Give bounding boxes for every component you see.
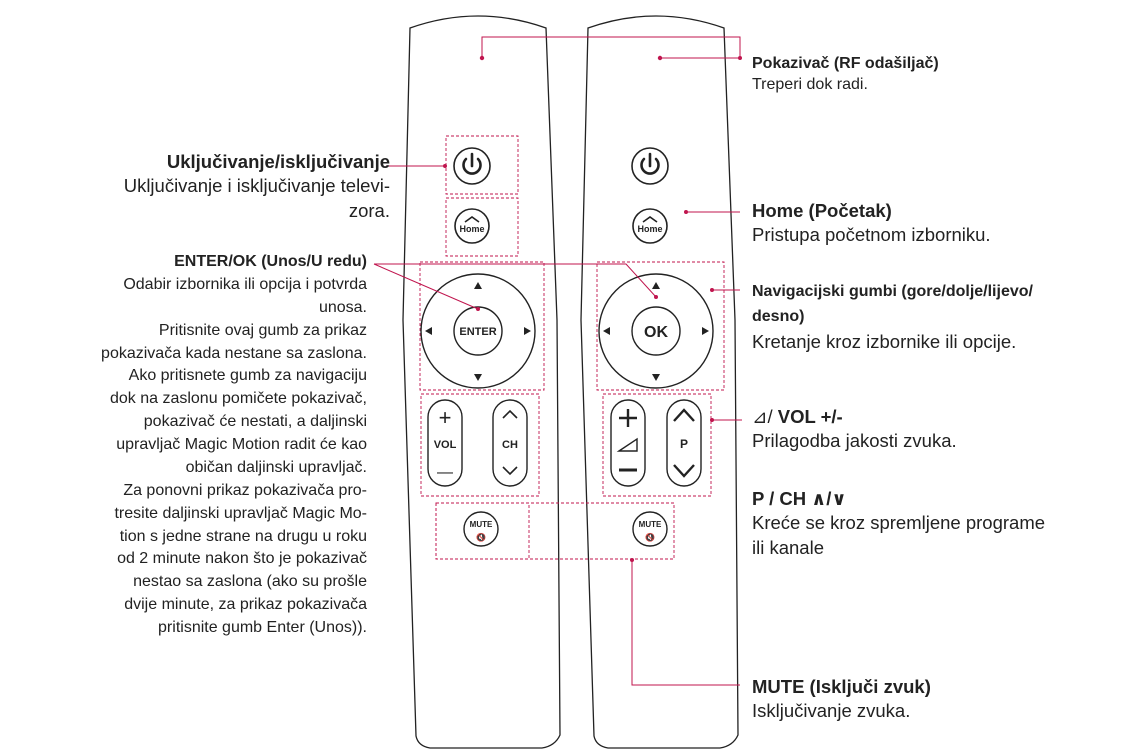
leader-enter (374, 263, 657, 298)
callout-volume-title-line: ⊿/ VOL +/- (752, 405, 957, 429)
volume-rocker-left[interactable]: + VOL — (427, 399, 463, 487)
volume-ramp-icon: ⊿/ (752, 406, 778, 427)
chevron-down-icon (673, 464, 695, 478)
home-button-label: Home (459, 224, 484, 234)
chevron-down-icon (502, 466, 518, 476)
callout-enter-line: pokazivač će nestati, a daljinski (143, 413, 367, 431)
channel-rocker-left[interactable]: CH (492, 399, 528, 487)
callout-home-desc: Pristupa početnom izborniku. (752, 224, 991, 246)
arrow-up-icon[interactable] (474, 282, 482, 289)
callout-navigation-title-1: Navigacijski gumbi (gore/dolje/lijevo/ (752, 283, 1033, 300)
mute-speaker-icon: 🔇 (645, 532, 655, 542)
callout-navigation-title-2: desno) (752, 307, 805, 325)
callout-channel: P / CH ∧/∨ Kreće se kroz spremljene prog… (752, 487, 1045, 560)
callout-enter-line: pokazivača kada nestane sa zaslona. (101, 344, 367, 362)
remote-right: Home OK P MUTE 🔇 (435, 15, 739, 749)
chevron-up-icon (502, 409, 518, 419)
callout-enter-line: nestao sa zaslona (ako su prošle (133, 573, 367, 591)
callout-mute-desc: Isključivanje zvuka. (752, 700, 911, 722)
callout-indicator-desc: Treperi dok radi. (752, 76, 868, 94)
callout-volume-desc: Prilagodba jakosti zvuka. (752, 430, 957, 452)
callout-enter-line: pritisnite gumb Enter (Unos)). (158, 619, 367, 636)
callout-enter-line: od 2 minute nakon što je pokazivač (117, 550, 367, 568)
callout-volume-title: VOL +/- (777, 406, 843, 427)
callout-navigation-desc: Kretanje kroz izbornike ili opcije. (752, 330, 1017, 352)
callout-mute-title: MUTE (Isključi zvuk) (752, 676, 931, 697)
nav-group-box-left (419, 261, 545, 391)
callout-enter-line: Odabir izbornika ili opcija i potvrda (123, 275, 367, 293)
callout-channel-desc-2: ili kanale (752, 536, 824, 558)
callout-home: Home (Početak) Pristupa početnom izborni… (752, 199, 991, 248)
power-icon (462, 152, 482, 175)
callout-channel-title: P / CH ∧/∨ (752, 488, 847, 509)
channel-rocker-right[interactable]: P (666, 399, 702, 487)
chevron-up-icon (673, 408, 695, 422)
arrow-right-icon[interactable] (524, 327, 531, 335)
home-group-box-left (445, 197, 519, 257)
callout-enter-line: Pritisnite ovaj gumb za prikaz (158, 321, 367, 339)
callout-enter-line: Ako pritisnete gumb za navigaciju (128, 367, 367, 385)
mute-speaker-icon: 🔇 (476, 532, 486, 542)
remote-left-body (402, 15, 561, 749)
mute-button-left[interactable]: MUTE 🔇 (463, 511, 499, 547)
vol-label: VOL (434, 439, 457, 451)
arrow-left-icon[interactable] (603, 327, 610, 335)
power-button-left[interactable] (453, 147, 491, 185)
mute-button-label: MUTE (470, 520, 493, 529)
power-button-right[interactable] (631, 147, 669, 185)
leader-mute (631, 560, 740, 686)
callout-navigation: Navigacijski gumbi (gore/dolje/lijevo/ d… (752, 280, 1033, 354)
callout-channel-desc-1: Kreće se kroz spremljene programe (752, 512, 1046, 534)
callout-enter-line: dvije minute, za prikaz pokazivača (124, 596, 367, 614)
callout-enter-line: upravljač Magic Motion radit će kao (116, 436, 367, 453)
ok-button[interactable]: OK (631, 306, 681, 356)
arrow-down-icon[interactable] (652, 374, 660, 381)
vol-plus: + (439, 405, 452, 430)
arrow-left-icon[interactable] (425, 327, 432, 335)
callout-home-title: Home (Početak) (752, 200, 892, 221)
arrow-up-icon[interactable] (652, 282, 660, 289)
enter-button[interactable]: ENTER (453, 306, 503, 356)
leader-indicator (481, 36, 741, 59)
volume-rocker-right[interactable] (610, 399, 646, 487)
home-roof-icon (464, 216, 480, 223)
mute-group-box-wide (435, 502, 675, 560)
callout-mute: MUTE (Isključi zvuk) Isključivanje zvuka… (752, 675, 931, 724)
callout-power-title: Uključivanje/isključivanje (166, 151, 390, 172)
callout-enter-title: ENTER/OK (Unos/U redu) (174, 253, 367, 270)
ok-button-label: OK (644, 324, 668, 341)
ch-label: CH (502, 439, 518, 451)
callout-power: Uključivanje/isključivanje Uključivanje … (0, 150, 390, 223)
p-label: P (680, 437, 688, 451)
arrow-right-icon[interactable] (702, 327, 709, 335)
callout-indicator: Pokazivač (RF odašiljač) Treperi dok rad… (752, 53, 939, 95)
callout-volume: ⊿/ VOL +/- Prilagodba jakosti zvuka. (752, 405, 957, 454)
callout-enter-line: tion s jedne strane na drugu u roku (119, 527, 367, 545)
callout-enter-line: običan daljinski upravljač. (185, 458, 367, 476)
power-icon (640, 152, 660, 175)
callout-enter-line: dok na zaslonu pomičete pokazivač, (109, 390, 367, 408)
callout-enter-line: unosa. (318, 298, 367, 316)
home-roof-icon (642, 216, 658, 223)
callout-enter-line: Za ponovni prikaz pokazivača pro- (123, 481, 367, 499)
callout-indicator-title: Pokazivač (RF odašiljač) (752, 55, 939, 72)
mute-button-right[interactable]: MUTE 🔇 (632, 511, 668, 547)
callout-enter: ENTER/OK (Unos/U redu) Odabir izbornika … (0, 251, 367, 640)
vol-minus: — (437, 464, 453, 481)
leader-lines (373, 36, 742, 686)
volume-ramp-icon (616, 437, 638, 452)
home-button-right[interactable]: Home (632, 208, 668, 244)
remote-right-body (580, 15, 739, 749)
remote-left: Home ENTER + VOL — CH (402, 15, 561, 749)
home-button-label: Home (637, 224, 662, 234)
callout-enter-line: tresite daljinski upravljač Magic Mo- (114, 504, 367, 522)
arrow-down-icon[interactable] (474, 374, 482, 381)
enter-button-label: ENTER (459, 326, 496, 338)
nav-group-box-right (596, 261, 725, 391)
callout-power-desc-1: Uključivanje i isključivanje televi- (123, 175, 390, 197)
callout-power-desc-2: zora. (348, 199, 390, 221)
home-button-left[interactable]: Home (454, 208, 490, 244)
mute-button-label: MUTE (639, 520, 662, 529)
